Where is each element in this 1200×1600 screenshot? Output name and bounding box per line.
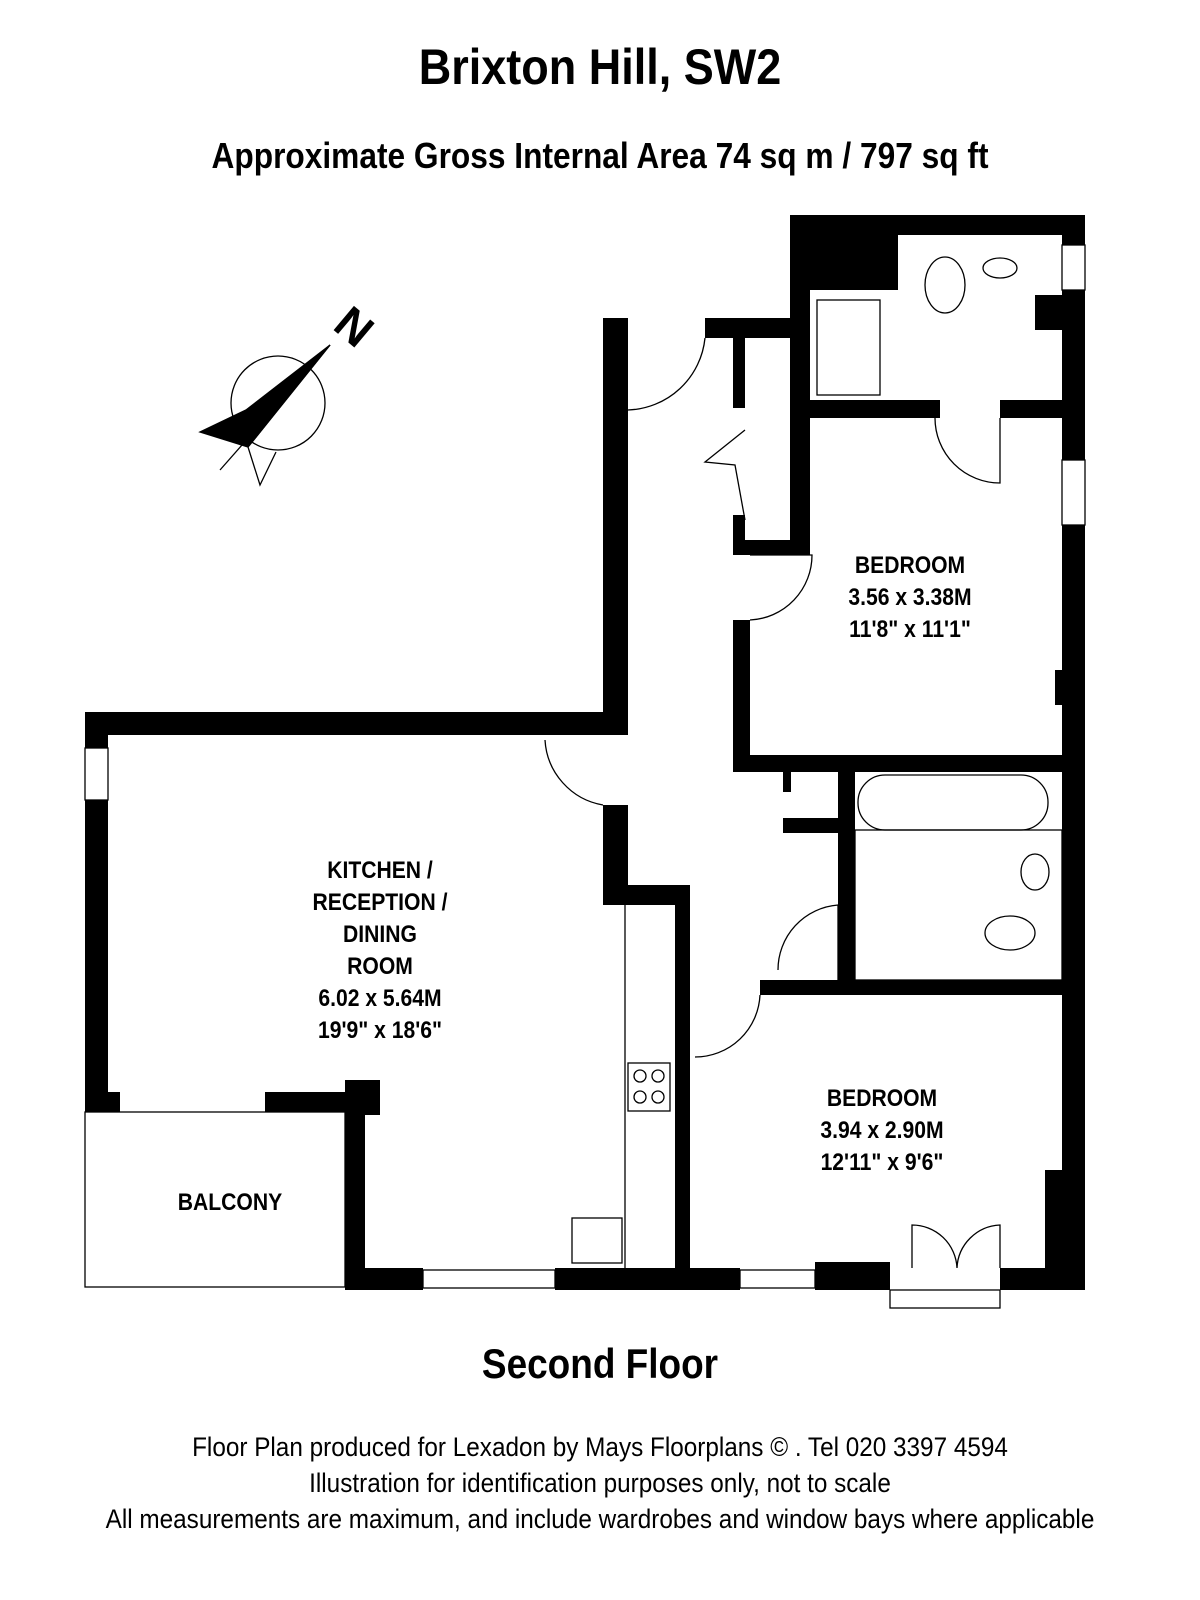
room-metric: 3.56 x 3.38M [848,584,972,611]
bedroom-1-label: BEDROOM 3.56 x 3.38M 11'8" x 11'1" [822,550,998,646]
footer-disclaimer: Illustration for identification purposes… [309,1468,891,1498]
room-name: RECEPTION / [312,889,448,916]
compass-north-label: N [325,296,384,357]
room-name: BEDROOM [826,1085,938,1112]
room-imperial: 11'8" x 11'1" [849,616,971,643]
room-imperial: 12'11" x 9'6" [820,1149,944,1176]
shower-tray [816,299,881,396]
sink-icon [571,1217,623,1264]
kitchen-label: KITCHEN / RECEPTION / DINING ROOM 6.02 x… [292,855,468,1047]
compass-icon: N [198,296,384,487]
bedroom-2-label: BEDROOM 3.94 x 2.90M 12'11" x 9'6" [794,1083,970,1179]
door-swing [694,994,761,1058]
room-metric: 3.94 x 2.90M [820,1117,944,1144]
walls [85,215,1085,1290]
page-title: Brixton Hill, SW2 [418,39,782,95]
room-metric: 6.02 x 5.64M [318,985,442,1012]
room-name: ROOM [347,953,413,980]
toilet-icon [924,256,966,314]
hob-icon [627,1062,671,1112]
bath-icon [857,774,1049,831]
room-name: KITCHEN / [327,857,433,884]
room-name: DINING [343,921,417,948]
door-swing [777,904,839,980]
door-swing [627,337,706,411]
room-imperial: 19'9" x 18'6" [317,1017,443,1044]
footer-credit: Floor Plan produced for Lexadon by Mays … [192,1432,1008,1462]
room-name: BEDROOM [854,552,966,579]
floor-label: Second Floor [481,1340,719,1387]
door-swing [544,739,604,806]
basin-icon [982,257,1018,279]
basin-icon [1020,853,1050,891]
footer-measurements: All measurements are maximum, and includ… [105,1504,1095,1534]
area-subtitle: Approximate Gross Internal Area 74 sq m … [211,135,989,176]
door-swing [934,417,1001,484]
toilet-icon [984,915,1036,951]
fixtures [84,244,1086,1309]
door-swing [749,554,813,621]
balcony-label: BALCONY [177,1189,283,1216]
